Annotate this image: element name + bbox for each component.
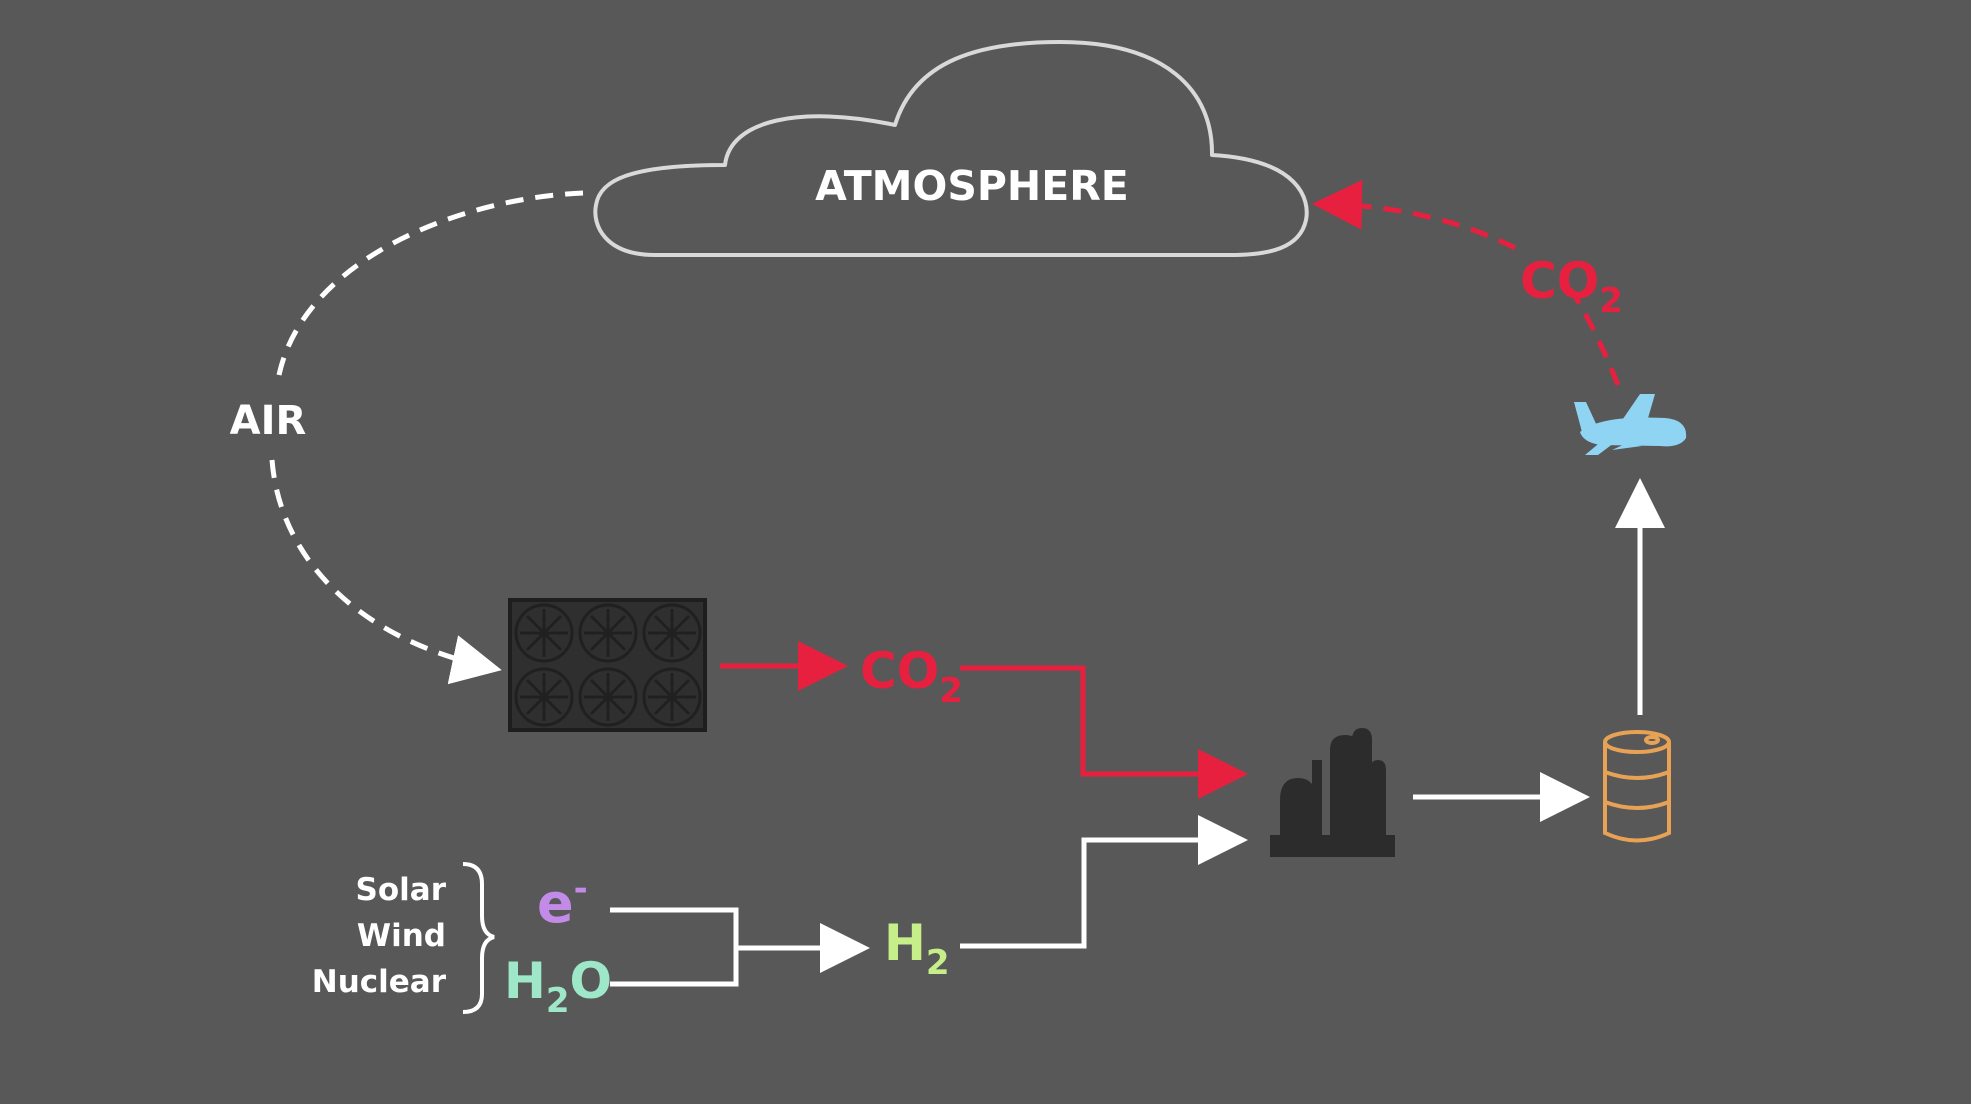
direct-air-capture-fan-array-icon <box>508 598 707 732</box>
fuel-barrel-icon <box>1603 730 1671 843</box>
air-flow-upper-dashed <box>275 190 584 381</box>
electrolysis-merge-lines <box>610 907 739 987</box>
emitted-co2-label: CO2 <box>1520 252 1623 321</box>
airplane-to-co2-dashed <box>1560 276 1621 386</box>
atmosphere-label: ATMOSPHERE <box>815 162 1129 210</box>
water-label: H2O <box>504 952 612 1021</box>
atmosphere-cloud-icon <box>593 40 1309 257</box>
co2-to-refinery-arrow <box>960 665 1248 799</box>
source-solar: Solar <box>356 872 447 908</box>
source-wind: Wind <box>357 918 446 954</box>
airplane-icon <box>1574 394 1687 455</box>
h2-to-refinery-arrow <box>960 815 1248 949</box>
electron-label: e- <box>537 869 588 935</box>
source-nuclear: Nuclear <box>312 964 447 1000</box>
sources-brace-icon <box>462 862 495 1014</box>
air-label: AIR <box>230 398 307 444</box>
air-flow-lower-dashed-arrow <box>269 459 502 685</box>
refinery-icon <box>1270 728 1395 857</box>
hydrogen-label: H2 <box>884 914 950 983</box>
co2-to-atmosphere-dashed-arrow <box>1312 179 1517 251</box>
captured-co2-label: CO2 <box>860 642 963 711</box>
